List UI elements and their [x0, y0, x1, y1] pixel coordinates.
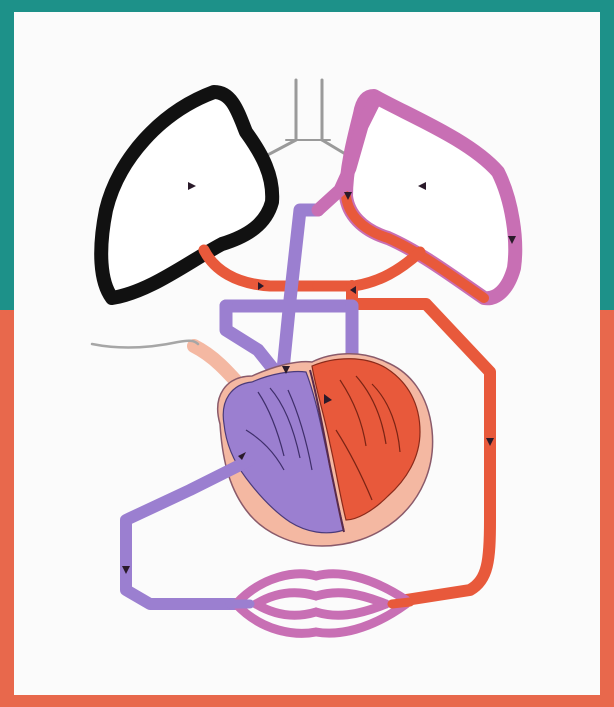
top-border-strip — [0, 0, 614, 10]
